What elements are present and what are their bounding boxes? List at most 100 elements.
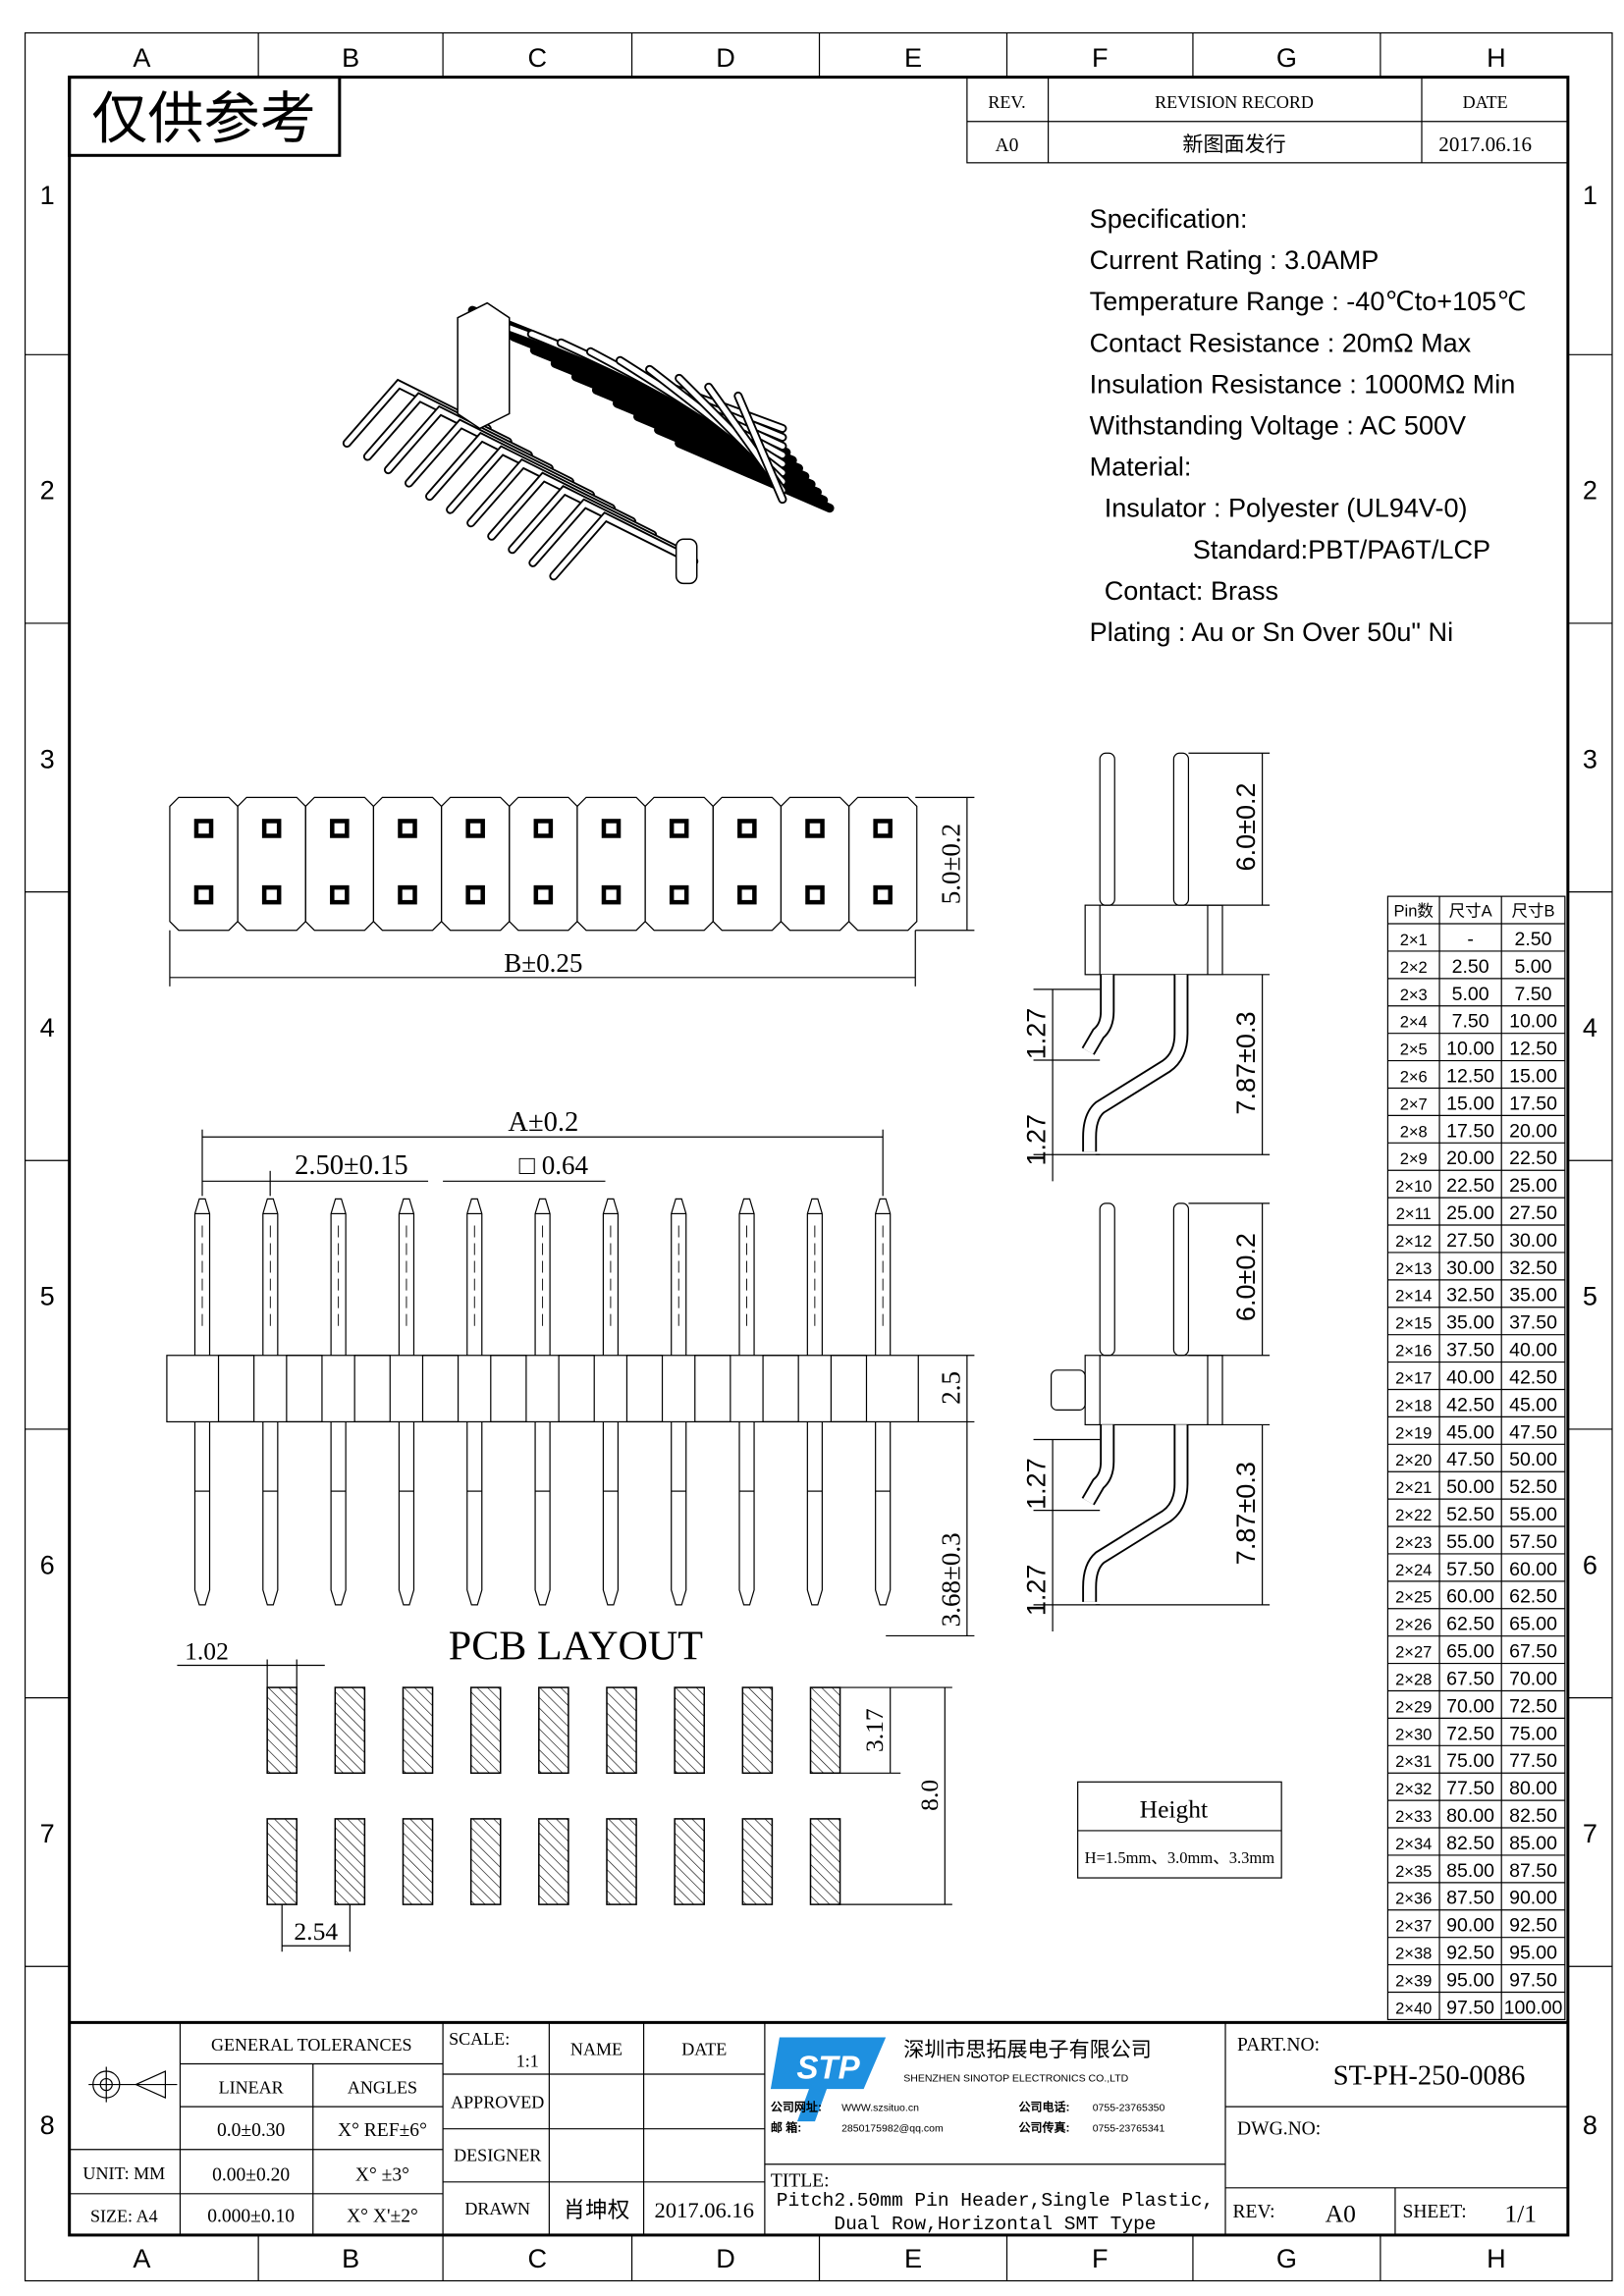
table-cell: 2×39 [1395, 1971, 1432, 1990]
pin-square [330, 819, 350, 838]
table-cell: 37.50 [1509, 1312, 1557, 1334]
scale-value: 1:1 [516, 2052, 539, 2071]
zone-column-top-C: C [528, 43, 548, 73]
zone-column-top-H: H [1487, 43, 1506, 73]
pin-upper [398, 1198, 415, 1356]
linear-tol-3: 0.000±0.10 [207, 2206, 295, 2226]
spec-line: Contact Resistance : 20mΩ Max [1090, 328, 1472, 357]
table-cell: 50.00 [1509, 1449, 1557, 1470]
table-cell: 97.50 [1446, 1997, 1494, 2018]
table-cell: 2×40 [1395, 1999, 1432, 2017]
table-cell: 2×19 [1395, 1423, 1432, 1442]
table-cell: 2×35 [1395, 1862, 1432, 1881]
table-cell: 87.50 [1509, 1860, 1557, 1882]
pin-square [805, 819, 825, 838]
table-cell: 32.50 [1509, 1257, 1557, 1279]
table-cell: 2×18 [1395, 1396, 1432, 1415]
zone-row-right-2: 2 [1583, 476, 1597, 506]
table-cell: 60.00 [1446, 1586, 1494, 1608]
table-cell: 80.00 [1446, 1805, 1494, 1827]
table-cell: 55.00 [1446, 1531, 1494, 1553]
sheet-label: SHEET: [1402, 2202, 1466, 2222]
table-cell: 2×9 [1400, 1149, 1428, 1168]
table-cell: 2×15 [1395, 1314, 1432, 1333]
table-cell: 2×33 [1395, 1807, 1432, 1826]
drawn-label: DRAWN [464, 2199, 530, 2218]
table-cell: 87.50 [1446, 1888, 1494, 1909]
revision-table: REV. REVISION RECORD DATE A0 新图面发行 2017.… [966, 77, 1569, 164]
pcb-pad [809, 1686, 841, 1775]
table-cell: 2×16 [1395, 1342, 1432, 1361]
pin-lower [193, 1421, 211, 1606]
table-cell: 92.50 [1509, 1915, 1557, 1937]
spec-line: Current Rating : 3.0AMP [1090, 245, 1380, 275]
zone-column-bottom-F: F [1092, 2244, 1109, 2273]
spec-line: Temperature Range : -40℃to+105℃ [1090, 287, 1527, 316]
table-cell: 65.00 [1446, 1641, 1494, 1663]
pin-square [805, 884, 825, 905]
table-cell: 40.00 [1446, 1366, 1494, 1388]
top-pad [847, 796, 918, 932]
zone-column-top-G: G [1276, 43, 1297, 73]
zone-row-left-3: 3 [40, 744, 55, 774]
pin-upper [875, 1198, 892, 1356]
linear-tol-2: 0.00±0.20 [212, 2164, 290, 2185]
company-name-cn: 深圳市思拓展电子有限公司 [903, 2038, 1152, 2061]
table-cell: 82.50 [1446, 1833, 1494, 1854]
zone-column-top-A: A [133, 43, 150, 73]
height-values: H=1.5mm、3.0mm、3.3mm [1085, 1848, 1275, 1867]
housing-segment [421, 1355, 460, 1423]
pin-square [398, 819, 417, 838]
table-cell: 2×3 [1400, 986, 1428, 1004]
linear-label: LINEAR [219, 2078, 284, 2098]
approved-label: APPROVED [451, 2093, 544, 2112]
housing-segment [625, 1355, 664, 1423]
top-pad [304, 796, 375, 932]
table-cell: 2×13 [1395, 1259, 1432, 1278]
pin-lower [262, 1421, 279, 1606]
dim-side-lower-leg: 7.87±0.3 [1231, 1462, 1261, 1565]
table-cell: 2×37 [1395, 1917, 1432, 1936]
table-cell: 90.00 [1509, 1888, 1557, 1909]
dim-side-lower-leg: 7.87±0.3 [1231, 1011, 1261, 1114]
pin-square [261, 819, 282, 838]
angle-tol-2: X° ±3° [355, 2164, 409, 2185]
dim-side-offset-2: 1.27 [1022, 1114, 1052, 1166]
table-cell: 45.00 [1509, 1394, 1557, 1415]
pin-square [533, 884, 554, 905]
pcb-pad [334, 1686, 366, 1775]
zone-row-right-5: 5 [1583, 1282, 1597, 1311]
company-logo: STP [770, 2037, 887, 2122]
pin-lower [671, 1421, 687, 1606]
zone-column-bottom-C: C [528, 2244, 548, 2273]
table-cell: 62.50 [1446, 1614, 1494, 1635]
table-cell: 67.50 [1446, 1668, 1494, 1689]
zone-column-top-B: B [342, 43, 359, 73]
pin-upper [193, 1198, 211, 1356]
pcb-pad [469, 1818, 502, 1905]
table-cell: 52.50 [1509, 1476, 1557, 1498]
table-cell: 2×31 [1395, 1752, 1432, 1771]
zone-row-right-6: 6 [1583, 1550, 1597, 1579]
housing-segment [830, 1355, 868, 1423]
table-cell: 22.50 [1509, 1148, 1557, 1169]
drawn-name: 肖坤权 [564, 2198, 630, 2222]
title-label: TITLE: [771, 2170, 830, 2191]
phone-value: 0755-23765350 [1093, 2103, 1165, 2114]
table-cell: 70.00 [1509, 1668, 1557, 1689]
table-cell: 2×17 [1395, 1368, 1432, 1387]
pcb-pad [538, 1686, 569, 1775]
dim-top-height: 5.0±0.2 [936, 824, 965, 904]
zone-column-top-E: E [904, 43, 922, 73]
table-cell: 17.50 [1446, 1120, 1494, 1142]
pin-lower [466, 1421, 483, 1606]
table-cell: 2×8 [1400, 1122, 1428, 1141]
zone-row-left-5: 5 [40, 1282, 55, 1311]
table-cell: 10.00 [1509, 1011, 1557, 1033]
top-pad [644, 796, 714, 932]
zone-column-bottom-G: G [1276, 2244, 1297, 2273]
table-cell: 2×25 [1395, 1588, 1432, 1607]
dim-pcb-pitch: 2.54 [294, 1917, 338, 1946]
